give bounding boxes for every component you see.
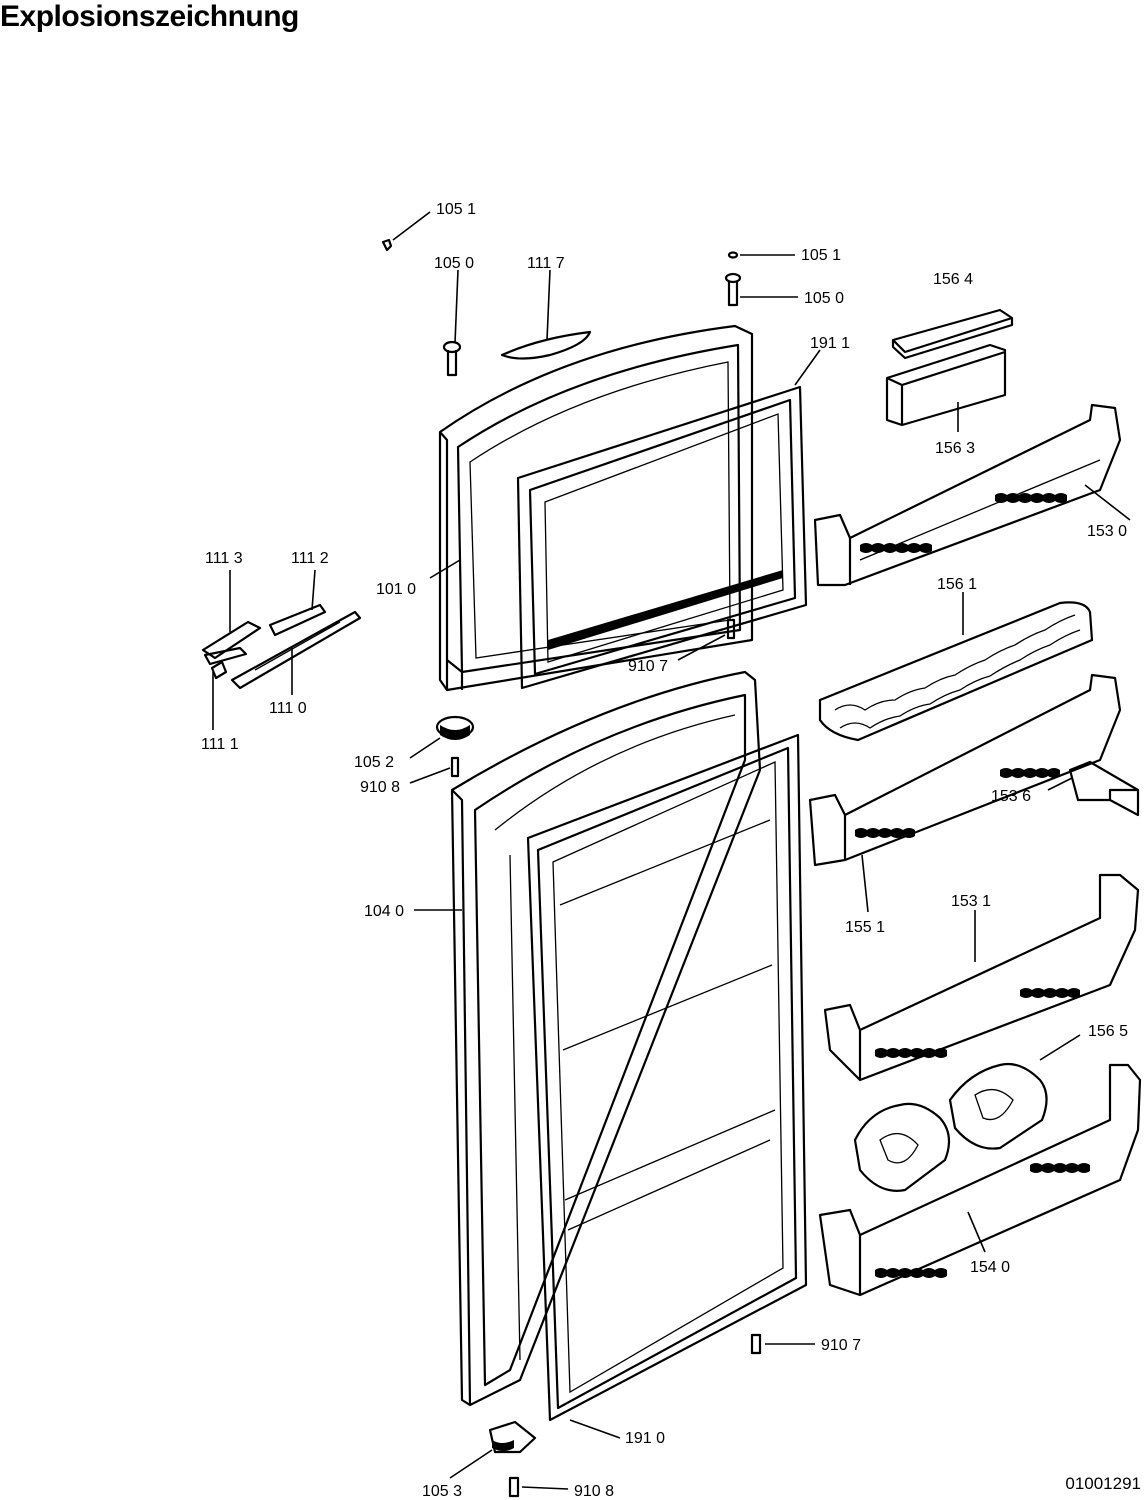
- callout-910-8-bottom: 910 8: [574, 1483, 614, 1500]
- callout-153-6: 153 6: [991, 788, 1031, 805]
- callout-101-0: 101 0: [376, 581, 416, 598]
- hinge-assembly: [201, 603, 362, 690]
- document-id: 01001291: [1065, 1474, 1141, 1493]
- callout-156-5: 156 5: [1088, 1023, 1128, 1040]
- butter-compartment: [885, 343, 1007, 427]
- callout-156-1: 156 1: [937, 576, 977, 593]
- callout-156-3: 156 3: [935, 440, 975, 457]
- callout-105-1-right: 105 1: [801, 247, 841, 264]
- callout-111-1: 111 1: [201, 736, 239, 753]
- screw-freezer-door: [726, 618, 736, 640]
- callout-156-4: 156 4: [933, 271, 973, 288]
- callout-104-0: 104 0: [364, 903, 404, 920]
- callout-105-2: 105 2: [354, 754, 394, 771]
- callout-105-0-right: 105 0: [804, 290, 844, 307]
- callout-111-2: 111 2: [291, 550, 329, 567]
- callout-154-0: 154 0: [970, 1259, 1010, 1276]
- callout-105-1-top: 105 1: [436, 201, 476, 218]
- hinge-cover-top: [500, 330, 592, 360]
- freezer-door-outer: [438, 324, 754, 692]
- callout-111-7: 111 7: [527, 255, 565, 272]
- bottle-holders: [853, 1062, 1048, 1192]
- butter-lid: [891, 308, 1014, 360]
- shelf-clip: [1068, 760, 1140, 817]
- bottom-hinge: [488, 1420, 537, 1454]
- callout-910-7-lower: 910 7: [821, 1337, 861, 1354]
- callout-105-3: 105 3: [422, 1483, 462, 1500]
- callout-910-8-middle: 910 8: [360, 779, 400, 796]
- hinge-pin-left: [442, 340, 462, 377]
- callout-910-7-upper: 910 7: [628, 658, 668, 675]
- freezer-door-seal: [516, 385, 808, 690]
- middle-hinge: [435, 715, 475, 740]
- callout-111-3: 111 3: [205, 550, 243, 567]
- callout-191-1: 191 1: [810, 335, 850, 352]
- door-shelf-lower: [823, 873, 1140, 1082]
- door-shelf-middle: [808, 673, 1122, 867]
- screw-middle: [450, 756, 460, 778]
- door-shelf-upper: [813, 403, 1122, 587]
- callout-191-0: 191 0: [625, 1430, 665, 1447]
- screw-bottom: [508, 1476, 520, 1498]
- screw-lower-right: [750, 1333, 762, 1355]
- page-title: Explosionszeichnung: [0, 0, 299, 33]
- leader-lines: [212, 211, 1131, 1490]
- door-shelf-bottom: [818, 1063, 1142, 1297]
- callout-105-0-left: 105 0: [434, 255, 474, 272]
- screw-top-left: [381, 238, 393, 252]
- callout-111-0: 111 0: [269, 700, 307, 717]
- fridge-door-outer: [450, 670, 762, 1407]
- egg-tray: [818, 601, 1094, 742]
- fridge-door-seal: [526, 733, 808, 1422]
- callout-153-1: 153 1: [951, 893, 991, 910]
- callout-155-1: 155 1: [845, 919, 885, 936]
- callout-153-0: 153 0: [1087, 523, 1127, 540]
- hinge-pin-right: [724, 251, 742, 307]
